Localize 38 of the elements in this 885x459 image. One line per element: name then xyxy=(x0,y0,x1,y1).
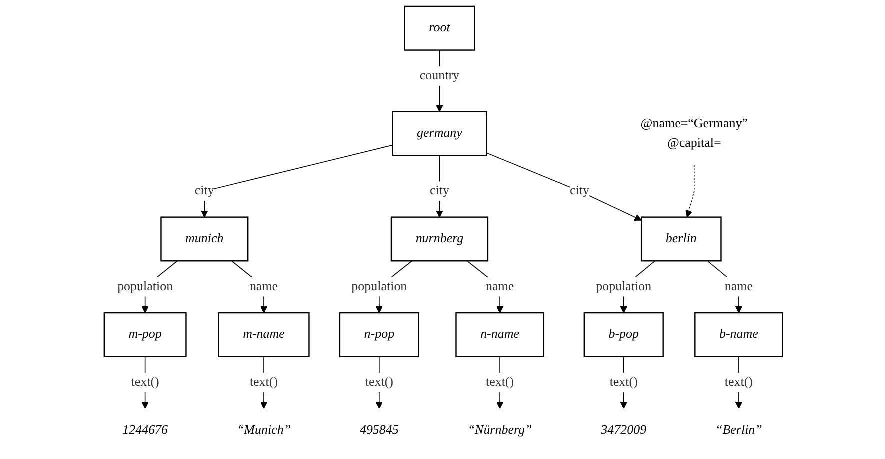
edge-label: text() xyxy=(724,375,753,390)
edge-label: city xyxy=(194,184,214,198)
edge-label: city xyxy=(570,184,590,198)
edge-label: name xyxy=(724,280,753,294)
node-box: munich xyxy=(160,216,249,262)
arrow xyxy=(686,165,695,218)
node-box: n-name xyxy=(456,312,544,358)
edge-label: text() xyxy=(610,375,638,390)
node-text: “Nürnberg” xyxy=(468,423,532,438)
arrow xyxy=(201,144,394,218)
node-box: root xyxy=(404,6,476,51)
node-text: “Munich” xyxy=(236,423,292,438)
edge-label: population xyxy=(118,280,174,294)
edge-label: country xyxy=(420,68,460,83)
node-box: b-pop xyxy=(584,312,664,358)
edge-label: name xyxy=(250,280,278,294)
edge-label: text() xyxy=(250,375,278,390)
node-text: @name=“Germany” @capital= xyxy=(640,116,748,150)
node-text: 3472009 xyxy=(601,423,647,438)
edge-label: population xyxy=(596,280,652,294)
edge-label: text() xyxy=(131,375,160,390)
node-box: germany xyxy=(392,111,488,156)
edge-label: name xyxy=(486,280,514,294)
node-box: nurnberg xyxy=(390,216,489,262)
edge-label: text() xyxy=(486,375,514,390)
node-box: m-pop xyxy=(104,312,187,358)
edge-label: city xyxy=(430,184,450,198)
node-box: b-name xyxy=(694,312,784,358)
edge-label: population xyxy=(352,280,408,294)
node-text: 1244676 xyxy=(122,423,168,438)
arrow xyxy=(436,155,444,218)
node-text: 495845 xyxy=(360,423,399,438)
edge-label: text() xyxy=(365,375,394,390)
node-box: m-name xyxy=(218,312,310,358)
arrow xyxy=(486,152,642,221)
node-box: n-pop xyxy=(339,312,420,358)
node-box: berlin xyxy=(640,216,722,262)
node-text: “Berlin” xyxy=(716,423,762,438)
